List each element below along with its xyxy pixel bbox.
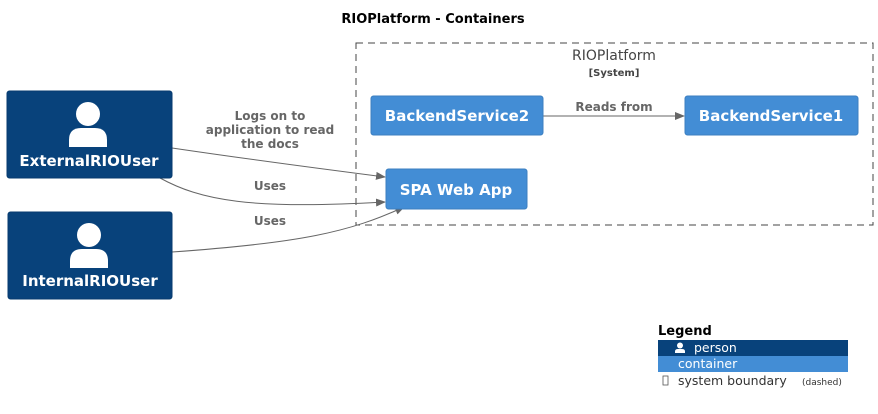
container-label: SPA Web App — [400, 181, 513, 199]
container-backend-service-2[interactable]: BackendService2 — [370, 95, 544, 136]
edge-label-logs-on-line-3: the docs — [241, 137, 299, 151]
edge-label-logs-on-line-1: Logs on to — [235, 109, 306, 123]
person-label: InternalRIOUser — [22, 272, 158, 290]
person-icon — [69, 102, 107, 147]
edge-logs-on — [171, 147, 386, 180]
boundary-name: RIOPlatform — [572, 48, 656, 64]
container-box — [684, 95, 859, 136]
legend-item-person: person — [658, 340, 848, 356]
container-label: BackendService1 — [699, 107, 843, 125]
legend: Legend person container system boundary … — [658, 324, 848, 388]
edge-label-external-uses: Uses — [254, 179, 286, 193]
legend-swatch-container — [658, 356, 848, 372]
edge-label-internal-uses: Uses — [254, 214, 286, 228]
container-box — [370, 95, 544, 136]
edge-label-logs-on-line-2: application to read — [206, 123, 334, 137]
boundary-type: [System] — [589, 68, 640, 79]
edge-external-uses — [159, 177, 386, 207]
person-label: ExternalRIOUser — [19, 152, 159, 170]
container-backend-service-1[interactable]: BackendService1 — [684, 95, 859, 136]
boundary-frame — [355, 42, 874, 226]
edge-internal-uses — [171, 206, 405, 253]
legend-item-container: container — [658, 356, 848, 372]
diagram-title: RIOPlatform - Containers — [341, 12, 525, 27]
person-icon — [70, 223, 108, 268]
legend-note-boundary: (dashed) — [802, 378, 842, 388]
container-spa-web-app[interactable]: SPA Web App — [385, 168, 528, 210]
legend-label-person: person — [694, 340, 737, 355]
system-boundary: RIOPlatform [System] — [355, 42, 874, 226]
relations — [159, 112, 685, 253]
boundary-icon — [662, 375, 669, 386]
edge-label-reads-from: Reads from — [575, 100, 652, 114]
legend-label-container: container — [678, 356, 738, 371]
legend-title: Legend — [658, 324, 712, 339]
legend-label-boundary: system boundary — [678, 373, 787, 388]
person-icon — [675, 342, 685, 353]
container-label: BackendService2 — [385, 107, 529, 125]
legend-item-boundary: system boundary (dashed) — [662, 373, 842, 388]
container-box — [385, 168, 528, 210]
legend-swatch-person — [658, 340, 848, 356]
person-external-rio-user[interactable]: ExternalRIOUser — [6, 90, 173, 179]
person-internal-rio-user[interactable]: InternalRIOUser — [7, 211, 173, 300]
